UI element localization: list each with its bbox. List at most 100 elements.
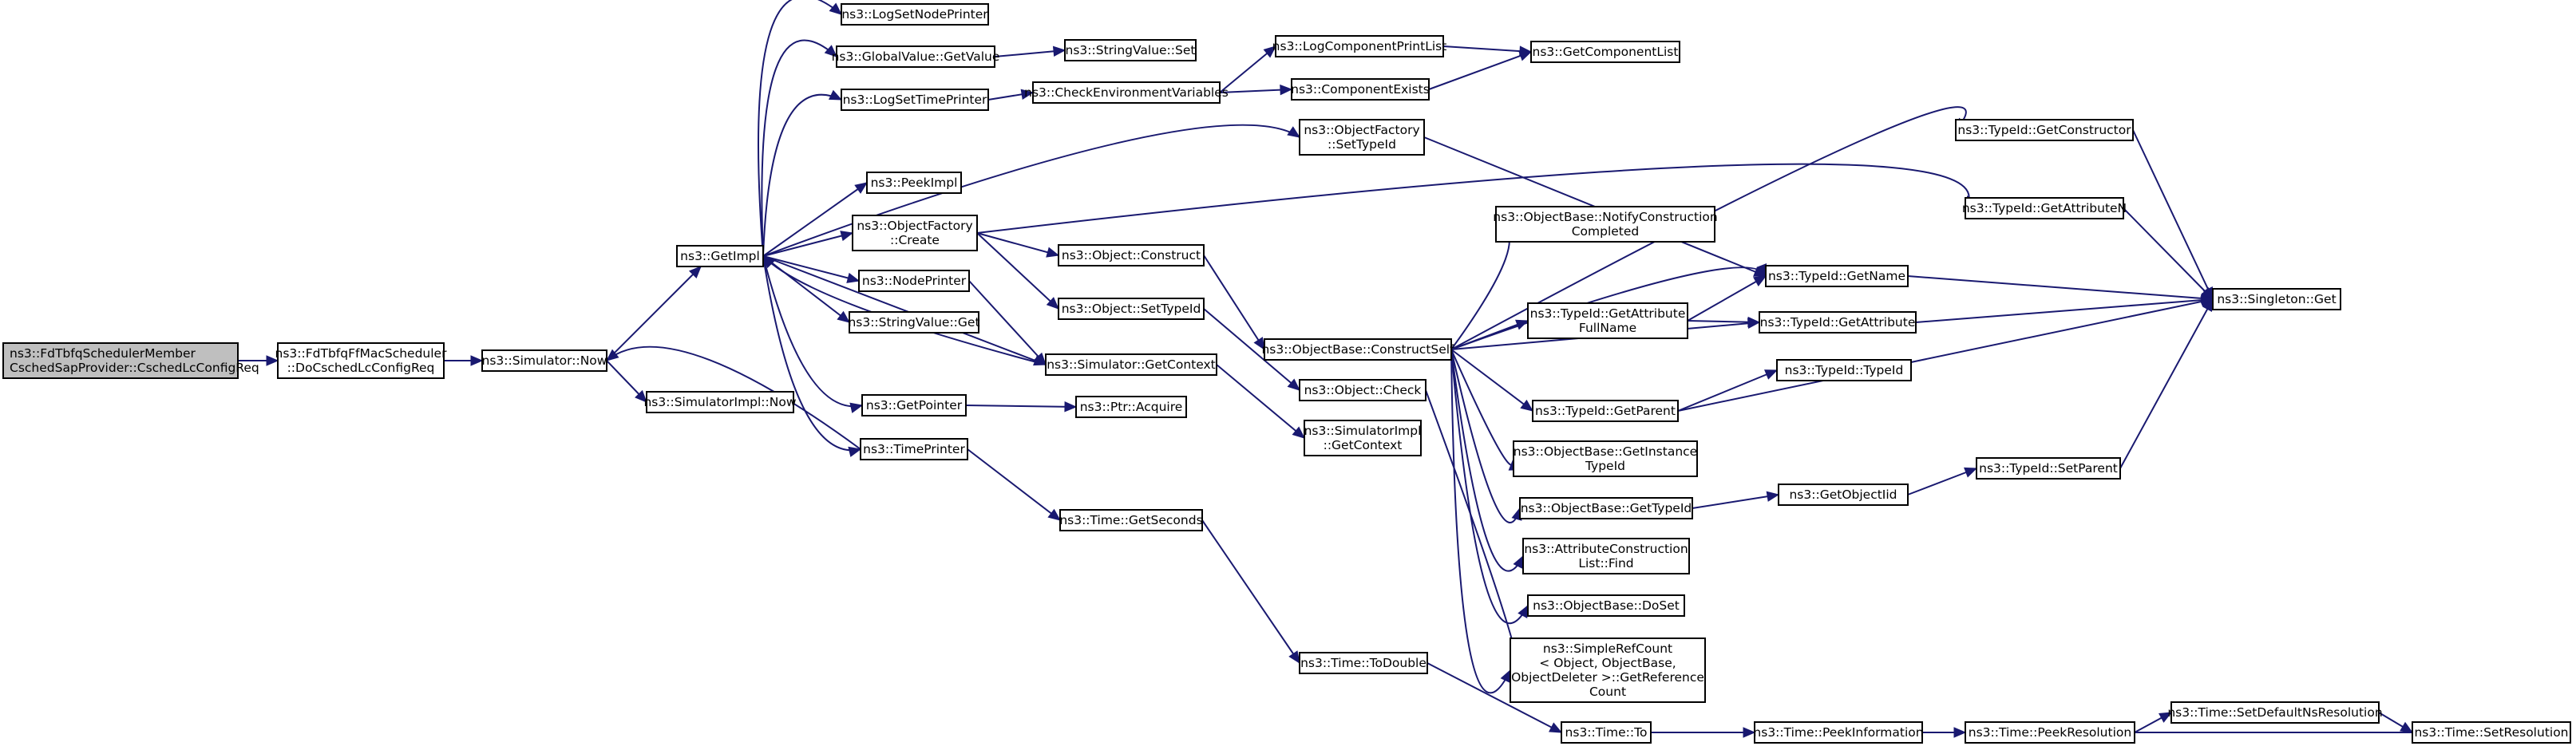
- node-label-line: ns3::GetObjectIid: [1789, 488, 1897, 502]
- edge-time-getseconds-to-time-todouble: [1201, 519, 1300, 665]
- node-obj-construct[interactable]: ns3::Object::Construct: [1058, 244, 1205, 266]
- edge-line: [2132, 129, 2214, 300]
- node-time-peekinfo[interactable]: ns3::Time::PeekInformation: [1753, 721, 1924, 744]
- node-nodeprinter[interactable]: ns3::NodePrinter: [858, 270, 970, 292]
- node-tid-setparent[interactable]: ns3::TypeId::SetParent: [1976, 457, 2121, 480]
- node-tid-getname[interactable]: ns3::TypeId::GetName: [1765, 265, 1909, 287]
- node-box: [1045, 353, 1217, 376]
- edge-arrowhead: [1766, 491, 1780, 502]
- edge-getimpl-to-log-node-printer: [758, 0, 842, 257]
- edge-check-env-to-log-comp-print: [1219, 45, 1276, 93]
- node-singleton-get[interactable]: ns3::Singleton::Get: [2212, 288, 2341, 310]
- node-obj-settypeid[interactable]: ns3::Object::SetTypeId: [1058, 298, 1205, 320]
- edge-getimpl-to-of-create: [762, 231, 854, 257]
- node-tid-getparent[interactable]: ns3::TypeId::GetParent: [1532, 400, 1679, 422]
- node-time-setres[interactable]: ns3::Time::SetResolution: [2412, 721, 2571, 744]
- node-getimpl[interactable]: ns3::GetImpl: [676, 245, 764, 267]
- node-tid-typeid[interactable]: ns3::TypeId::TypeId: [1776, 359, 1912, 381]
- edge-line: [1692, 494, 1779, 509]
- node-getobjectiid[interactable]: ns3::GetObjectIid: [1778, 484, 1909, 506]
- node-label-line: List::Find: [1578, 556, 1633, 570]
- node-log-comp-print[interactable]: ns3::LogComponentPrintList: [1272, 35, 1447, 57]
- node-get-comp-list[interactable]: ns3::GetComponentList: [1530, 41, 1680, 63]
- edge-arrowhead: [1520, 399, 1534, 412]
- node-tid-getattribute[interactable]: ns3::TypeId::GetAttribute: [1759, 311, 1917, 334]
- node-box: [841, 3, 989, 26]
- edge-arrowhead: [1046, 247, 1060, 258]
- edge-check-env-to-comp-exists: [1219, 84, 1293, 96]
- node-label-line: ns3::Object::Construct: [1062, 248, 1201, 262]
- node-box: [1527, 302, 1688, 339]
- edge-line: [1450, 349, 1511, 694]
- node-peekimpl[interactable]: ns3::PeekImpl: [866, 172, 962, 194]
- node-ptr-acquire[interactable]: ns3::Ptr::Acquire: [1075, 396, 1187, 418]
- edge-line: [606, 266, 702, 361]
- node-comp-exists[interactable]: ns3::ComponentExists: [1291, 78, 1430, 101]
- node-getpointer[interactable]: ns3::GetPointer: [861, 394, 967, 416]
- edge-line: [1428, 51, 1532, 90]
- node-log-node-printer[interactable]: ns3::LogSetNodePrinter: [841, 3, 989, 26]
- node-time-getseconds[interactable]: ns3::Time::GetSeconds: [1059, 509, 1203, 531]
- node-tid-getattributen[interactable]: ns3::TypeId::GetAttributeN: [1962, 197, 2127, 219]
- node-label-line: ns3::Time::ToDouble: [1300, 656, 1426, 670]
- edge-line: [1201, 519, 1300, 664]
- edge-arrowhead: [1280, 84, 1293, 96]
- node-sim-now[interactable]: ns3::Simulator::Now: [481, 349, 607, 372]
- node-box: [1513, 440, 1698, 477]
- edge-arrowhead: [1518, 50, 1533, 61]
- node-check-env[interactable]: ns3::CheckEnvironmentVariables: [1024, 81, 1229, 104]
- edge-arrowhead: [854, 182, 869, 194]
- node-label-line: ns3::StringValue::Get: [848, 315, 979, 330]
- node-ob-doset[interactable]: ns3::ObjectBase::DoSet: [1527, 594, 1685, 617]
- node-sim-getcontext[interactable]: ns3::Simulator::GetContext: [1045, 353, 1217, 376]
- node-tid-getconstructor[interactable]: ns3::TypeId::GetConstructor: [1955, 119, 2134, 141]
- edge-line: [2119, 298, 2214, 469]
- node-box: [2170, 701, 2380, 724]
- node-obj-check[interactable]: ns3::Object::Check: [1299, 379, 1426, 401]
- node-time-todouble[interactable]: ns3::Time::ToDouble: [1299, 652, 1428, 674]
- node-ob-constructself[interactable]: ns3::ObjectBase::ConstructSelf: [1261, 338, 1454, 361]
- node-simimpl-now[interactable]: ns3::SimulatorImpl::Now: [643, 391, 797, 413]
- edge-ob-constructself-to-ob-doset: [1450, 349, 1529, 624]
- node-ob-notify[interactable]: ns3::ObjectBase::NotifyConstructionCompl…: [1493, 206, 1718, 243]
- node-box: [1032, 81, 1221, 104]
- edge-obj-construct-to-ob-constructself: [1203, 255, 1265, 351]
- node-time-peekres[interactable]: ns3::Time::PeekResolution: [1965, 721, 2135, 744]
- node-of-settypeid[interactable]: ns3::ObjectFactory::SetTypeId: [1299, 119, 1425, 156]
- edge-tid-getattribute-to-singleton-get: [1915, 294, 2214, 323]
- node-timeprinter[interactable]: ns3::TimePrinter: [860, 438, 968, 460]
- node-label-line: ns3::Simulator::GetContext: [1047, 357, 1216, 372]
- node-box: [866, 172, 962, 194]
- node-gv-getvalue[interactable]: ns3::GlobalValue::GetValue: [832, 45, 1000, 68]
- node-sv-get[interactable]: ns3::StringValue::Get: [848, 311, 980, 334]
- node-box: [1059, 509, 1203, 531]
- node-time-to[interactable]: ns3::Time::To: [1561, 721, 1652, 744]
- node-stringvalue-set[interactable]: ns3::StringValue::Set: [1064, 39, 1197, 61]
- edge-line: [967, 448, 1061, 521]
- edge-line: [1450, 349, 1533, 412]
- edge-ob-constructself-to-tid-getparent: [1450, 349, 1534, 412]
- edge-arrowhead: [824, 45, 837, 57]
- edge-arrowhead: [840, 231, 854, 242]
- node-box: [2, 342, 239, 379]
- node-box: [1955, 119, 2134, 141]
- edge-arrowhead: [1747, 316, 1761, 328]
- edge-line: [762, 182, 868, 257]
- node-ob-gettypeid[interactable]: ns3::ObjectBase::GetTypeId: [1519, 497, 1693, 519]
- node-label-line: ns3::AttributeConstruction: [1524, 542, 1688, 556]
- node-do-csched[interactable]: ns3::FdTbfqFfMacScheduler::DoCschedLcCon…: [275, 342, 448, 379]
- node-of-create[interactable]: ns3::ObjectFactory::Create: [852, 215, 978, 251]
- node-log-time-printer[interactable]: ns3::LogSetTimePrinter: [841, 89, 989, 111]
- edge-arrowhead: [1287, 126, 1301, 138]
- node-box: [1304, 420, 1422, 456]
- edge-line: [762, 232, 853, 257]
- node-time-setdefault[interactable]: ns3::Time::SetDefaultNsResolution: [2167, 701, 2383, 724]
- node-srefcount[interactable]: ns3::SimpleRefCount< Object, ObjectBase,…: [1510, 638, 1706, 703]
- node-box: [841, 89, 989, 111]
- node-root[interactable]: ns3::FdTbfqSchedulerMemberCschedSapProvi…: [2, 342, 259, 379]
- node-label-line: FullName: [1579, 321, 1636, 335]
- node-simimpl-getcontext[interactable]: ns3::SimulatorImpl::GetContext: [1304, 420, 1422, 456]
